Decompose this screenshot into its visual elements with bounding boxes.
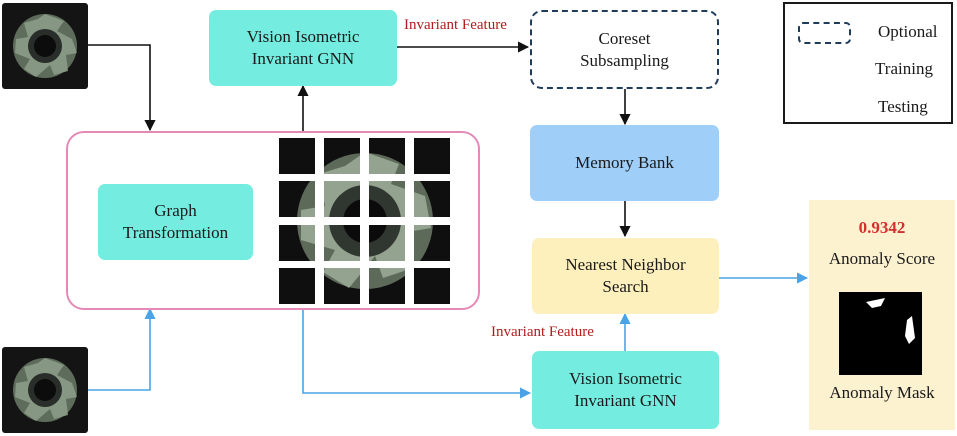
coreset-line2: Subsampling (580, 50, 669, 70)
memory-bank-label: Memory Bank (575, 153, 674, 172)
arrow-test-input-to-graph (88, 307, 156, 391)
memory-bank-node: Memory Bank (530, 125, 719, 201)
nns-line1: Nearest Neighbor (565, 255, 686, 274)
gnn-bottom-line1: Vision Isometric (569, 369, 682, 388)
nns-line2: Search (602, 277, 649, 296)
legend-optional-swatch (798, 22, 851, 44)
gnn-bottom-line2: Invariant GNN (574, 391, 677, 410)
anomaly-mask-regions (866, 298, 915, 344)
patch-tile (279, 138, 315, 174)
hex-nut-icon (13, 14, 77, 78)
legend-testing-label: Testing (878, 97, 928, 116)
training-input-image (2, 3, 88, 89)
nearest-neighbor-search-node: Nearest Neighbor Search (532, 238, 719, 314)
legend-training-label: Training (875, 59, 933, 78)
graph-transformation-line1: Graph (154, 201, 197, 220)
anomaly-mask-label: Anomaly Mask (829, 383, 935, 402)
arrow-input-to-graph (88, 44, 156, 132)
graph-transformation-line2: Transformation (122, 223, 229, 242)
anomaly-mask-image (839, 292, 922, 375)
graph-transformation-node: Graph Transformation (98, 184, 253, 260)
hex-nut-icon (13, 358, 77, 422)
gnn-top-line1: Vision Isometric (246, 27, 360, 46)
coreset-subsampling-node: Coreset Subsampling (530, 10, 719, 89)
legend-box: Optional Training Testing (783, 2, 953, 124)
anomaly-score-value: 0.9342 (858, 218, 906, 237)
legend-optional-label: Optional (878, 22, 938, 41)
patch-grid (279, 138, 451, 304)
anomaly-score-label: Anomaly Score (828, 249, 936, 268)
coreset-line1: Coreset (598, 28, 651, 48)
gnn-top-line2: Invariant GNN (251, 49, 355, 68)
vision-isometric-invariant-gnn-bottom: Vision Isometric Invariant GNN (532, 351, 719, 429)
arrow-graph-to-gnn-bottom (302, 310, 532, 399)
invariant-feature-label-bottom: Invariant Feature (491, 324, 594, 340)
patch-nut-overlay (297, 152, 433, 289)
vision-isometric-invariant-gnn-top: Vision Isometric Invariant GNN (209, 10, 397, 86)
invariant-feature-label-top: Invariant Feature (404, 17, 507, 33)
output-panel: 0.9342 Anomaly Score Anomaly Mask (809, 200, 955, 430)
testing-input-image (2, 347, 88, 433)
patch-tile (414, 138, 450, 174)
patch-tile (279, 268, 315, 304)
patch-tile (414, 268, 450, 304)
